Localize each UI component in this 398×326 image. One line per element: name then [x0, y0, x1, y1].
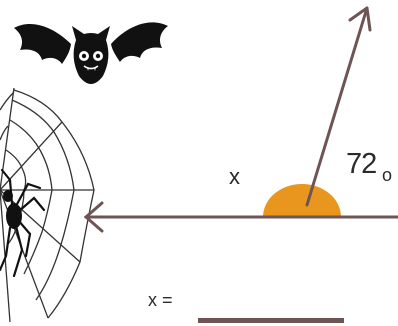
answer-prompt: x = [148, 290, 173, 310]
degree-symbol: o [382, 165, 393, 185]
spider-icon [0, 168, 46, 278]
unknown-angle-label: x [229, 164, 240, 189]
known-angle-value: 72 [346, 148, 377, 180]
angle-marker [263, 184, 341, 217]
horizontal-ray [83, 201, 398, 233]
answer-blank-line[interactable] [198, 318, 344, 323]
slanted-ray [305, 6, 372, 207]
bat-icon [14, 22, 168, 84]
